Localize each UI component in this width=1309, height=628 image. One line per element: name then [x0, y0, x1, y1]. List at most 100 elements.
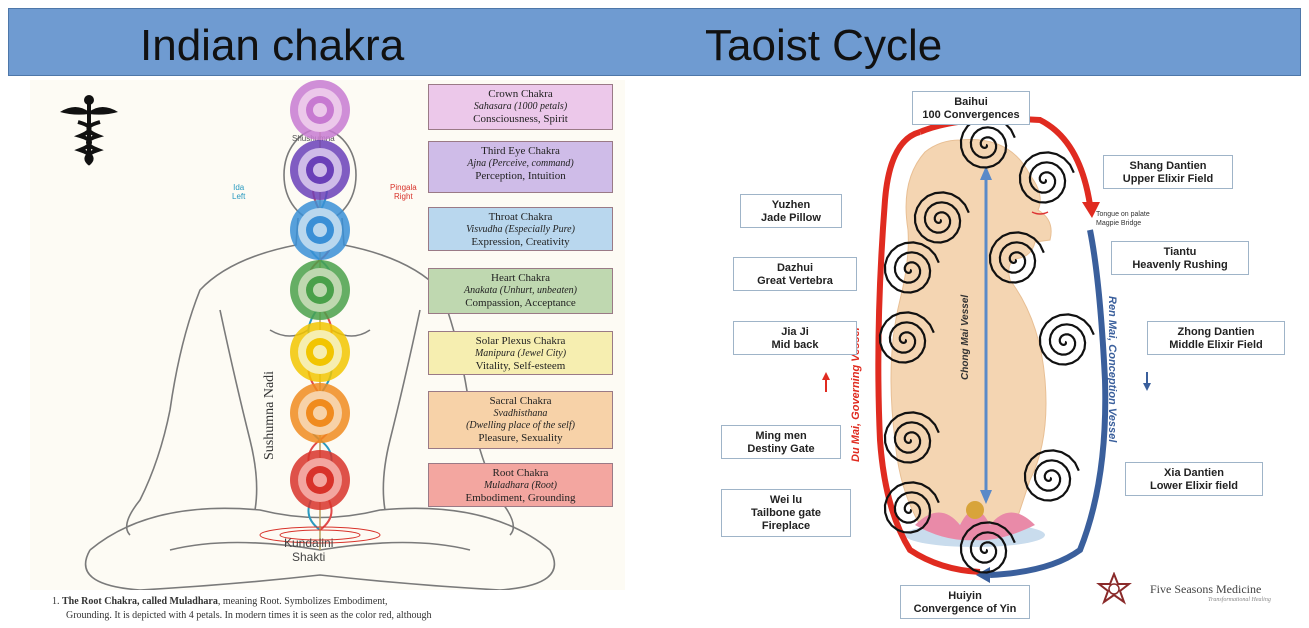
chakra-sanskrit: Ajna (Perceive, command): [467, 158, 574, 169]
acupoint-meaning: Mid back: [771, 339, 819, 351]
acupoint-name: Baihui: [954, 96, 988, 108]
chakra-circle: [290, 140, 350, 200]
acupoint-name: Jia Ji: [781, 326, 809, 338]
chong-mai-label: Chong Mai Vessel: [960, 294, 971, 380]
title-banner: [8, 8, 1301, 76]
acupoint-meaning: Middle Elixir Field: [1169, 339, 1263, 351]
chakra-name: Throat Chakra: [488, 211, 553, 223]
brand-tagline: Transformational Healing: [1208, 597, 1271, 603]
acupoint-meaning: Great Vertebra: [757, 275, 833, 287]
spiral-icon: [1018, 151, 1075, 204]
acupoint-meaning: 100 Convergences: [922, 109, 1020, 121]
chakra-sanskrit: Sahasara (1000 petals): [473, 101, 568, 112]
brand-name: Five Seasons Medicine: [1150, 582, 1262, 596]
chakra-circle: [290, 322, 350, 382]
footnote-line2: Grounding. It is depicted with 4 petals.…: [66, 610, 432, 621]
acupoint-meaning: Jade Pillow: [761, 212, 821, 224]
acupoint-name: Yuzhen: [771, 199, 811, 211]
chakra-meaning: Vitality, Self-esteem: [475, 360, 566, 372]
spiral-icon: [988, 231, 1045, 284]
spiral-icon: [959, 116, 1016, 169]
chakra-circle: [290, 260, 350, 320]
chakra-name: Crown Chakra: [488, 88, 553, 100]
ida-label: Ida Left: [232, 183, 246, 201]
lotus-logo-icon: [1096, 572, 1132, 605]
chakra-sanskrit: Anakata (Unhurt, unbeaten): [463, 285, 578, 296]
footnote-number: 1.: [52, 596, 60, 607]
acupoint-meaning: Convergence of Yin: [913, 603, 1017, 615]
acupoint-name: Huiyin: [948, 590, 982, 602]
chakra-figure-panel: Shushumna Ida Left Pingala Right Sushumn…: [30, 80, 625, 590]
chakra-meaning: Consciousness, Spirit: [473, 113, 568, 125]
chakra-sanskrit: Muladhara (Root): [483, 480, 558, 491]
indian-chakra-title: Indian chakra: [140, 21, 405, 70]
footnote-bold: The Root Chakra, called Muladhara: [62, 596, 218, 607]
footnote-line1: , meaning Root. Symbolizes Embodiment,: [217, 596, 388, 607]
chakra-name: Root Chakra: [492, 467, 549, 479]
chakra-sanskrit-2: (Dwelling place of the self): [466, 420, 575, 431]
acupoint-meaning: Fireplace: [761, 520, 811, 532]
acupoint-name: Shang Dantien: [1129, 160, 1207, 172]
ren-mai-label: Ren Mai, Conception Vessel: [1106, 296, 1118, 443]
acupoint-meaning: Destiny Gate: [747, 443, 815, 455]
kundalini-label: Kundalini Shakti: [284, 536, 334, 564]
taoist-figure: [822, 115, 1151, 583]
chakra-sanskrit: Svadhisthana: [493, 408, 548, 419]
chakra-circles: [290, 80, 350, 510]
chakra-sanskrit: Visvudha (Especially Pure): [466, 224, 575, 235]
acupoint-meaning: Upper Elixir Field: [1122, 173, 1214, 185]
chakra-circle: [290, 80, 350, 140]
spiral-icon: [959, 521, 1016, 574]
chakra-name: Heart Chakra: [491, 272, 550, 284]
chakra-circle: [290, 200, 350, 260]
chakra-meaning: Embodiment, Grounding: [465, 492, 576, 504]
acupoint-meaning: Tailbone gate: [750, 507, 822, 519]
chakra-sanskrit: Manipura (Jewel City): [474, 348, 567, 359]
acupoint-name: Tiantu: [1163, 246, 1197, 258]
acupoint-name: Ming men: [755, 430, 807, 442]
chakra-meaning: Expression, Creativity: [471, 236, 570, 248]
chakra-circle: [290, 450, 350, 510]
acupoint-name: Dazhui: [776, 262, 814, 274]
chakra-meaning: Compassion, Acceptance: [465, 297, 576, 309]
chakra-name: Solar Plexus Chakra: [475, 335, 566, 347]
caduceus-icon: [60, 95, 118, 166]
pingala-label: Pingala Right: [390, 183, 417, 201]
footnote: 1. The Root Chakra, called Muladhara, me…: [52, 595, 612, 623]
acupoint-name: Wei lu: [769, 494, 803, 506]
acupoint-name: Zhong Dantien: [1177, 326, 1255, 338]
spiral-icon: [883, 481, 940, 534]
chakra-meaning: Pleasure, Sexuality: [478, 432, 563, 444]
taoist-cycle-title: Taoist Cycle: [705, 21, 943, 70]
acupoint-meaning: Heavenly Rushing: [1132, 259, 1228, 271]
energy-spirals: [878, 116, 1095, 574]
chakra-name: Third Eye Chakra: [481, 145, 560, 157]
spiral-icon: [1038, 313, 1095, 366]
spiral-icon: [883, 411, 940, 464]
tongue-note: Tongue on palate Magpie Bridge: [1096, 211, 1150, 227]
chakra-circle: [290, 383, 350, 443]
acupoint-name: Xia Dantien: [1164, 467, 1224, 479]
acupoint-meaning: Lower Elixir field: [1149, 480, 1239, 492]
chakra-name: Sacral Chakra: [489, 395, 552, 407]
spiral-icon: [883, 241, 940, 294]
spiral-icon: [878, 311, 935, 364]
chakra-meaning: Perception, Intuition: [475, 170, 566, 182]
